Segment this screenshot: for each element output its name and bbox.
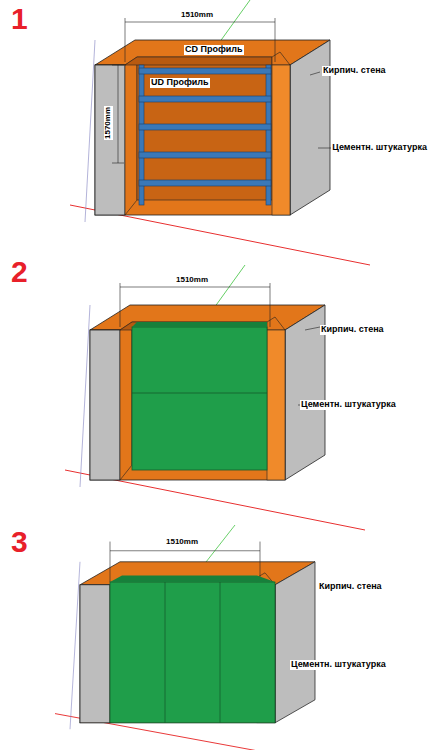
part-label: Кирпич. стена	[318, 582, 383, 592]
dimension-label: 1510mm	[175, 276, 209, 285]
callout-number: 2	[10, 255, 29, 288]
dimension-label: 1510mm	[180, 11, 214, 20]
part-label: Цементн. штукатурка	[290, 660, 387, 670]
panel-3	[55, 525, 355, 750]
dimension-label: 1510mm	[165, 538, 199, 547]
part-label: UD Профиль	[150, 78, 210, 88]
part-label: Кирпич. стена	[322, 66, 387, 76]
panel-2	[65, 265, 365, 530]
callout-number: 1	[10, 2, 29, 35]
part-label: Кирпич. стена	[320, 325, 385, 335]
panel-1	[70, 0, 370, 265]
part-label: Цементн. штукатурка	[331, 143, 428, 153]
part-label: CD Профиль	[184, 45, 244, 55]
callout-number: 3	[10, 525, 29, 558]
part-label: Цементн. штукатурка	[300, 400, 397, 410]
dimension-label: 1570mm	[104, 106, 113, 140]
